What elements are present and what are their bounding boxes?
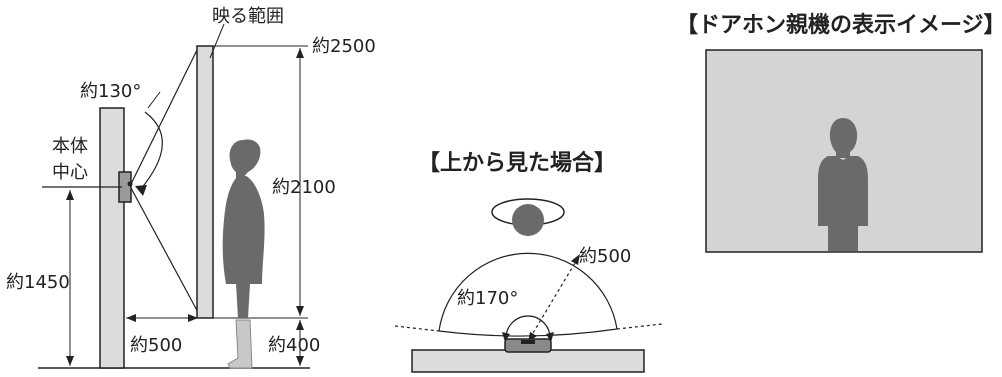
dim-arrow-1450-down bbox=[66, 356, 74, 366]
angle-130-label: 約130° bbox=[80, 81, 141, 102]
view-range-semicircle bbox=[438, 252, 618, 332]
range-extend-right bbox=[616, 323, 663, 330]
dim-arrow-400-up bbox=[296, 320, 304, 330]
view-bottom-ray bbox=[130, 187, 201, 317]
view-range-base-curve bbox=[438, 328, 618, 337]
door-station-camera-icon bbox=[521, 340, 535, 344]
angle-arc-170 bbox=[505, 315, 551, 339]
visible-height-label: 約2100 bbox=[272, 177, 336, 198]
side-view bbox=[38, 23, 310, 369]
angle-leader bbox=[147, 91, 161, 109]
top-view bbox=[394, 198, 663, 373]
dim-arrow-down bbox=[296, 306, 304, 316]
dim-arrow-500-right bbox=[188, 314, 198, 322]
angle-arc-130 bbox=[139, 111, 163, 191]
radius-arrow-head-top bbox=[571, 254, 580, 265]
top-view-angle-label: 約170° bbox=[457, 288, 518, 309]
mount-height-label: 約1450 bbox=[6, 272, 70, 293]
visible-range-panel bbox=[196, 45, 214, 319]
angle-arc-170-arrow-left bbox=[502, 332, 510, 342]
angle-arc-170-arrow-right bbox=[546, 332, 554, 342]
dim-arrow-1450-up bbox=[66, 190, 74, 200]
angle-arrow-head bbox=[135, 185, 147, 196]
dim-arrow-400-down bbox=[296, 356, 304, 366]
top-view-radius-label: 約500 bbox=[579, 246, 631, 267]
monitor-screen bbox=[705, 49, 983, 253]
top-view-title: 【上から見た場合】 bbox=[418, 150, 616, 176]
dim-arrow-up bbox=[296, 48, 304, 58]
dim-arrow-500-left bbox=[126, 314, 136, 322]
body-center-label-1: 本体 bbox=[52, 136, 88, 157]
person-legs-below-range bbox=[227, 319, 253, 369]
range-label: 映る範囲 bbox=[212, 6, 284, 27]
view-top-ray bbox=[130, 47, 199, 185]
wall-pillar bbox=[99, 107, 125, 369]
person-front-silhouette bbox=[818, 118, 868, 251]
head-top bbox=[512, 204, 544, 236]
person-side-silhouette bbox=[222, 139, 265, 318]
top-height-label: 約2500 bbox=[312, 36, 376, 57]
range-extend-left bbox=[394, 325, 440, 332]
bottom-height-label: 約400 bbox=[268, 335, 320, 356]
wall-top-view bbox=[411, 349, 645, 373]
range-label-leader bbox=[209, 23, 225, 59]
monitor-title: 【ドアホン親機の表示イメージ】 bbox=[676, 13, 1002, 38]
door-station-top-view bbox=[504, 338, 552, 353]
distance-label: 約500 bbox=[130, 335, 182, 356]
body-center-label-2: 中心 bbox=[52, 162, 88, 183]
radius-arrow bbox=[529, 257, 579, 339]
